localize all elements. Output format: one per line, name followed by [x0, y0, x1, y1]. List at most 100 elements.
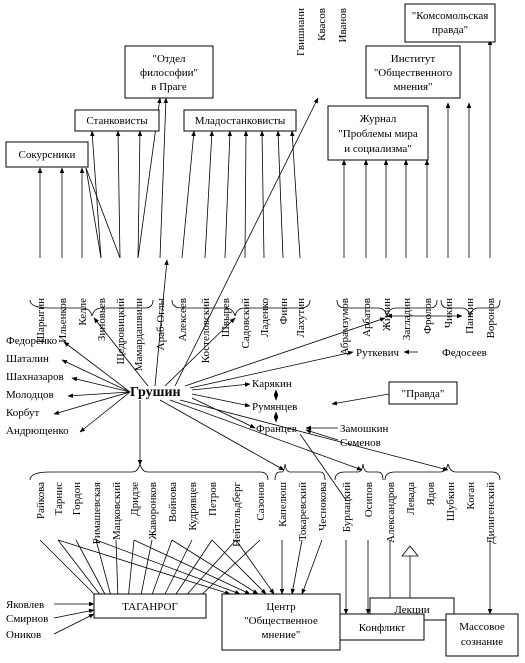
- top-vertical-name: Шарыгин: [35, 298, 47, 343]
- box-mladostankovisty: [183, 109, 297, 132]
- box-otdel-line2: философии": [140, 67, 198, 79]
- bottom-vertical-name: Осипов: [363, 482, 375, 517]
- top-vertical-name: Костеловский: [200, 298, 212, 363]
- box-stankovisty: [74, 109, 160, 132]
- box-pravda: [388, 381, 458, 405]
- name-zamoshkin: Замошкин: [340, 423, 389, 435]
- top-vertical-name: Панкин: [464, 298, 476, 334]
- bottom-left-name: Яковлев: [6, 599, 44, 611]
- box-zhurnal-line1: Журнал: [360, 113, 397, 125]
- left-name: Федоренко: [6, 335, 58, 347]
- box-konflikt-label: Конфликт: [359, 622, 406, 634]
- box-otdel-line1: "Отдел: [152, 53, 186, 65]
- name-rumyantsev: Румянцев: [252, 401, 297, 413]
- box-sokursniki: [5, 141, 89, 168]
- top-right-name: Иванов: [337, 8, 349, 42]
- box-tsentr-line3: мнение": [262, 629, 301, 641]
- top-vertical-name: Швырев: [220, 298, 232, 337]
- box-tsentr-line1: Центр: [266, 601, 296, 613]
- box-massovoe-soznanie: [445, 613, 519, 657]
- box-komsomolskaya-pravda-line2: правда": [432, 24, 468, 36]
- box-otdel-filosofii: [124, 45, 214, 99]
- bottom-vertical-name: Дридзе: [129, 482, 141, 516]
- top-vertical-name: Мамардашвили: [133, 298, 145, 371]
- bottom-vertical-name: Токаревский: [297, 482, 309, 541]
- box-institut-obshchestvennogo-mneniya: [365, 45, 461, 99]
- top-vertical-name: Щедровицкий: [115, 298, 127, 365]
- name-frantsev: Францев: [256, 423, 297, 435]
- top-vertical-name: Загладин: [401, 298, 413, 340]
- box-mladostankovisty-label: Младостанковисты: [195, 115, 286, 127]
- box-taganrog-label: ТАГАНРОГ: [122, 601, 178, 613]
- bottom-left-name: Смирнов: [6, 613, 48, 625]
- top-vertical-name: Фролов: [422, 298, 434, 334]
- bottom-vertical-name: Жаворонков: [147, 482, 159, 539]
- box-tsentr-obshchestvennoe-mnenie: [221, 593, 341, 651]
- bottom-vertical-name: Кудрявцев: [187, 482, 199, 531]
- bottom-vertical-name: Бурлацкий: [341, 482, 353, 532]
- box-institut-line1: Институт: [391, 53, 436, 65]
- nodes: "Комсомольская правда" Институт "Обществ…: [5, 3, 519, 657]
- bottom-vertical-name: Римашевская: [91, 482, 103, 544]
- top-vertical-name: Араб-Оглы: [155, 297, 167, 350]
- top-vertical-name: Зиновьев: [96, 298, 108, 341]
- bottom-vertical-name: Нейтельдберг: [231, 482, 243, 547]
- left-name: Шахназаров: [6, 371, 64, 383]
- name-fedoseev: Федосеев: [442, 347, 487, 359]
- box-taganrog: [93, 593, 207, 619]
- bottom-left-names: Яковлев Смирнов Оников: [6, 599, 48, 641]
- name-semenov: Семенов: [340, 437, 381, 449]
- bottom-vertical-name: Дилигенский: [485, 482, 497, 544]
- top-vertical-name: Алексеев: [177, 298, 189, 341]
- top-vertical-name: Лахутин: [295, 298, 307, 338]
- top-vertical-name: Абрамзумов: [339, 298, 351, 355]
- bottom-vertical-name: Тарнис: [53, 482, 65, 516]
- box-otdel-line3: в Праге: [151, 81, 187, 93]
- name-karyakin: Карякин: [252, 378, 292, 390]
- bottom-vertical-name: Шубкин: [445, 482, 457, 521]
- middle-names: Карякин Румянцев Францев Замошкин Семено…: [252, 347, 487, 449]
- top-right-name: Квасов: [316, 8, 328, 41]
- left-name: Корбут: [6, 407, 39, 419]
- box-tsentr-line2: "Общественное: [244, 615, 318, 627]
- top-vertical-name: Финн: [278, 298, 290, 324]
- top-vertical-name: Ладенко: [259, 298, 271, 337]
- left-names: Федоренко Шаталин Шахназаров Молодцов Ко…: [6, 335, 69, 437]
- top-right-name: Гвишиани: [295, 8, 307, 56]
- left-name: Молодцов: [6, 389, 54, 401]
- box-komsomolskaya-pravda: [404, 3, 496, 43]
- bottom-vertical-name: Коган: [465, 482, 477, 510]
- top-vertical-name: Келле: [77, 298, 89, 326]
- box-pravda-label: "Правда": [402, 388, 445, 400]
- bottom-vertical-name: Чеснокова: [317, 482, 329, 531]
- box-massovoe-line1: Массовое: [459, 621, 505, 633]
- bottom-vertical-name: Ядов: [425, 482, 437, 506]
- box-stankovisty-label: Станковисты: [86, 115, 148, 127]
- top-vertical-name: Чикин: [443, 298, 455, 328]
- top-vertical-name: Ильенков: [57, 298, 69, 343]
- top-vertical-name: Жилин: [381, 298, 393, 331]
- box-lektsii-label: Лекции: [394, 604, 429, 616]
- top-vertical-name: Воронов: [485, 298, 497, 338]
- center-node-grushin: Грушин: [130, 385, 181, 400]
- top-vertical-name: Арбатов: [361, 298, 373, 337]
- connector-lines: [29, 39, 501, 635]
- box-massovoe-line2: сознание: [461, 636, 503, 648]
- box-zhurnal-line2: "Проблемы мира: [338, 128, 418, 140]
- bottom-left-name: Оников: [6, 629, 41, 641]
- box-sokursniki-label: Сокурсники: [19, 149, 76, 161]
- bottom-vertical-name: Мацковский: [111, 482, 123, 540]
- box-institut-line2: "Общественного: [374, 67, 453, 79]
- bottom-vertical-name: Петров: [207, 482, 219, 516]
- bottom-vertical-name: Капелюш: [277, 481, 289, 526]
- bottom-vertical-name: Левада: [405, 482, 417, 515]
- bottom-vertical-name: Войнова: [167, 482, 179, 522]
- left-name: Андрющенко: [6, 425, 69, 437]
- box-zhurnal: [327, 105, 429, 161]
- top-vertical-name: Садовский: [240, 298, 252, 349]
- name-rutkevich: Руткевич: [356, 347, 399, 359]
- box-institut-line3: мнения": [393, 81, 432, 93]
